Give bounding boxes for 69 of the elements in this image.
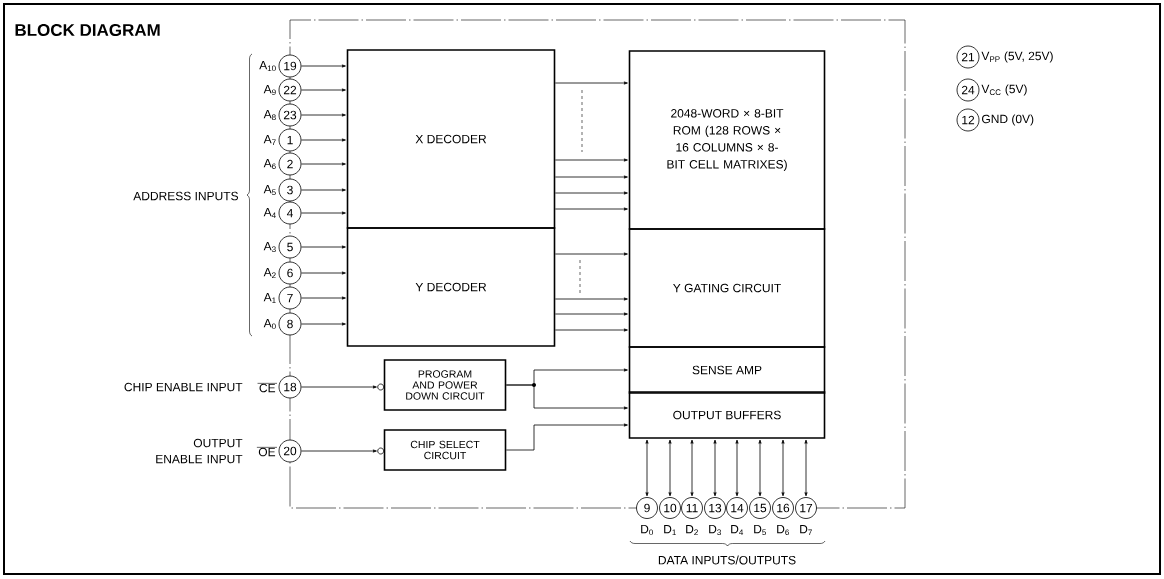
arrow (554, 252, 628, 256)
arrow (301, 271, 346, 275)
arrow (554, 207, 628, 211)
pin-label: A$_{10}$ (259, 60, 276, 72)
block-box: PROGRAM AND POWER DOWN CIRCUIT (383, 359, 507, 411)
pin-label: A$_{8}$ (263, 109, 276, 121)
arrow (301, 211, 346, 215)
arrow (301, 322, 346, 326)
arrow (301, 447, 385, 455)
title: BLOCK DIAGRAM (15, 24, 160, 37)
pin-label: D$_{2}$ (686, 525, 698, 536)
signal-name: CE (257, 383, 278, 393)
arrow (804, 439, 808, 497)
pin-label: D$_{7}$ (800, 525, 812, 536)
signal-name: OE (256, 447, 278, 457)
pin-label: V$_{CC}$ (5V) (981, 84, 1027, 96)
block-box: X DECODER (346, 49, 556, 229)
arrow (505, 423, 628, 451)
group-label: ADDRESS INPUTS (133, 191, 239, 201)
block-box: 2048-WORD × 8-BIT ROM (128 ROWS × 16 COLUMNS × 8-BIT CELL MATRIXES) (628, 50, 826, 230)
arrow (301, 138, 346, 142)
arrow (690, 439, 694, 497)
signal-label: CHIP ENABLE INPUT (124, 382, 243, 392)
arrow (554, 175, 628, 179)
pin-label: D$_{4}$ (731, 525, 744, 536)
pin-label: GND (0V) (982, 114, 1034, 126)
arrow (713, 439, 717, 497)
arrow (554, 312, 628, 316)
arrow (301, 64, 346, 68)
pin-label: D$_{5}$ (754, 524, 766, 536)
pin-label: D$_{6}$ (777, 524, 789, 536)
arrow (554, 191, 628, 195)
arrow (301, 113, 346, 117)
pin-label: A$_{5}$ (263, 184, 276, 196)
pin-label: A$_{0}$ (263, 318, 276, 330)
pin-label: A$_{1}$ (263, 293, 276, 304)
arrow (554, 297, 628, 301)
arrow (554, 81, 628, 85)
block-box: CHIP SELECT CIRCUIT (383, 429, 507, 471)
arrow (668, 439, 672, 497)
arrow (735, 439, 739, 497)
pin-label: A$_{9}$ (263, 84, 276, 96)
arrow (301, 88, 346, 92)
pin-label: V$_{PP}$ (5V, 25V) (981, 51, 1053, 63)
block-box: SENSE AMP (628, 346, 826, 394)
block-box: Y GATING CIRCUIT (628, 228, 826, 348)
arrow (554, 328, 628, 332)
block-box: OUTPUT BUFFERS (628, 391, 826, 439)
group-label: DATA INPUTS/OUTPUTS (658, 555, 796, 565)
arrow (554, 158, 628, 162)
arrow (645, 439, 649, 497)
arrow (781, 439, 785, 497)
arrow (301, 162, 346, 166)
arrow (301, 188, 346, 192)
pin-label: D$_{1}$ (664, 525, 676, 536)
arrow (301, 383, 385, 391)
arrow (758, 439, 762, 497)
pin-label: A$_{6}$ (263, 158, 276, 170)
block-box: Y DECODER (346, 227, 556, 347)
pin-label: D$_{3}$ (709, 524, 721, 536)
pin-label: D$_{0}$ (641, 524, 653, 536)
arrow (505, 384, 628, 410)
pin-label: A$_{7}$ (263, 135, 276, 146)
pin-label: A$_{2}$ (263, 268, 276, 279)
pin-label: A$_{3}$ (263, 241, 276, 253)
arrow (301, 245, 346, 249)
pin-label: A$_{4}$ (263, 208, 276, 219)
signal-label: OUTPUT ENABLE INPUT (156, 438, 243, 464)
arrow (301, 296, 346, 300)
